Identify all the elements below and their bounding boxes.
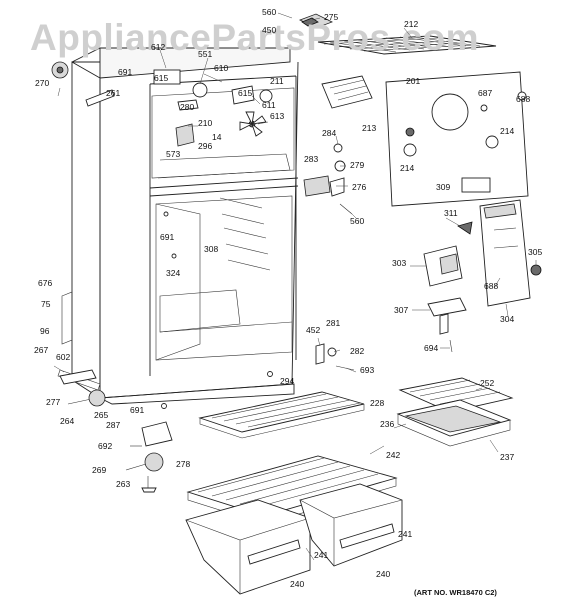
callout-269: 269 — [92, 465, 106, 475]
callout-labels: 560 275 212 450 612 551 270 691 615 610 … — [34, 7, 542, 589]
callout-687: 687 — [478, 88, 492, 98]
callout-210: 210 — [198, 118, 212, 128]
callout-551: 551 — [198, 49, 212, 59]
callout-296: 296 — [198, 141, 212, 151]
callout-311: 311 — [444, 208, 458, 218]
callout-281: 281 — [326, 318, 340, 328]
fresh-food-shelves — [186, 377, 514, 525]
callout-264: 264 — [60, 416, 74, 426]
callout-602: 602 — [56, 352, 70, 362]
callout-252: 252 — [480, 378, 494, 388]
callout-270: 270 — [35, 78, 49, 88]
callout-261: 261 — [106, 88, 120, 98]
callout-241-left: 241 — [314, 550, 328, 560]
callout-284: 284 — [322, 128, 336, 138]
callout-214-left: 214 — [400, 163, 414, 173]
callout-242: 242 — [386, 450, 400, 460]
callout-450: 450 — [262, 25, 276, 35]
callout-240-left: 240 — [290, 579, 304, 589]
top-shelves — [299, 13, 497, 55]
callout-267: 267 — [34, 345, 48, 355]
callout-214-right: 214 — [500, 126, 514, 136]
callout-275: 275 — [324, 12, 338, 22]
callout-211: 211 — [270, 76, 284, 86]
callout-688-top: 688 — [516, 94, 530, 104]
callout-611: 611 — [262, 100, 276, 110]
callout-452: 452 — [306, 325, 320, 335]
callout-265: 265 — [94, 410, 108, 420]
callout-573: 573 — [166, 149, 180, 159]
callout-560-mid: 560 — [350, 216, 364, 226]
callout-615-a: 615 — [154, 73, 168, 83]
callout-201: 201 — [406, 76, 420, 86]
callout-283: 283 — [304, 154, 318, 164]
callout-691-mid: 691 — [160, 232, 174, 242]
callout-237: 237 — [500, 452, 514, 462]
callout-212: 212 — [404, 19, 418, 29]
callout-14: 14 — [212, 132, 222, 142]
callout-240-right: 240 — [376, 569, 390, 579]
callout-691-top: 691 — [118, 67, 132, 77]
callout-279: 279 — [350, 160, 364, 170]
callout-693: 693 — [360, 365, 374, 375]
callout-277: 277 — [46, 397, 60, 407]
callout-96: 96 — [40, 326, 50, 336]
callout-228: 228 — [370, 398, 384, 408]
cabinet-drawing — [57, 47, 299, 405]
callout-241-right: 241 — [398, 529, 412, 539]
callout-287: 287 — [106, 420, 120, 430]
callout-75: 75 — [41, 299, 51, 309]
callout-324: 324 — [166, 268, 180, 278]
callout-282: 282 — [350, 346, 364, 356]
callout-694: 694 — [424, 343, 438, 353]
callout-278: 278 — [176, 459, 190, 469]
callout-303: 303 — [392, 258, 406, 268]
hinge-and-legs — [59, 369, 173, 493]
callout-213: 213 — [362, 123, 376, 133]
callout-613: 613 — [270, 111, 284, 121]
ice-tray-and-evap-cover — [321, 71, 529, 207]
callout-688-mid: 688 — [484, 281, 498, 291]
callout-309: 309 — [436, 182, 450, 192]
callout-305: 305 — [528, 247, 542, 257]
crisper-drawers — [185, 483, 403, 595]
callout-560-top: 560 — [262, 7, 276, 17]
callout-307: 307 — [394, 305, 408, 315]
control-housing — [423, 199, 542, 353]
callout-610: 610 — [214, 63, 228, 73]
callout-612: 612 — [151, 42, 165, 52]
callout-304: 304 — [500, 314, 514, 324]
callout-276: 276 — [352, 182, 366, 192]
callout-676: 676 — [38, 278, 52, 288]
small-hardware — [161, 143, 355, 409]
callout-294: 294 — [280, 376, 294, 386]
callout-leader-lines — [53, 12, 537, 561]
watermark-text: AppliancePartsPros.com — [30, 17, 479, 58]
freezer-controls — [51, 61, 273, 147]
callout-691-bottom: 691 — [130, 405, 144, 415]
callout-280: 280 — [180, 102, 194, 112]
callout-692: 692 — [98, 441, 112, 451]
callout-236: 236 — [380, 419, 394, 429]
callout-615-b: 615 — [238, 88, 252, 98]
callout-308: 308 — [204, 244, 218, 254]
art-number: (ART NO. WR18470 C2) — [414, 588, 497, 597]
callout-263: 263 — [116, 479, 130, 489]
